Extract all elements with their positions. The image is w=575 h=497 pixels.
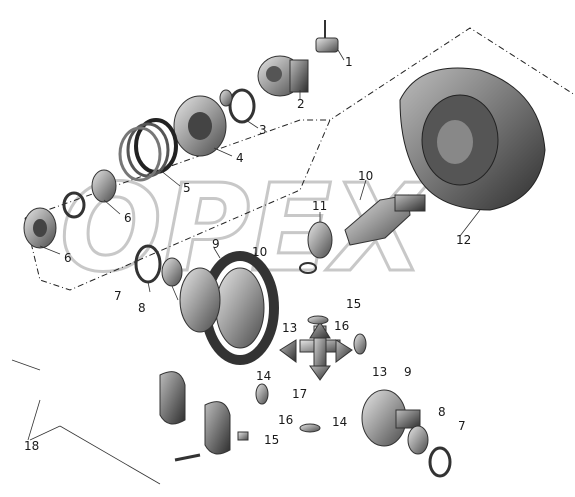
part-flange-yoke bbox=[257, 55, 309, 97]
callout-14b: 14 bbox=[332, 415, 347, 429]
part-bearing-caps bbox=[159, 371, 249, 462]
part-bearing-cover bbox=[173, 95, 227, 157]
callout-7a: 7 bbox=[114, 289, 122, 303]
callout-16a: 16 bbox=[334, 319, 349, 333]
callout-5: 5 bbox=[183, 181, 191, 195]
callout-8a: 8 bbox=[138, 301, 146, 315]
callout-8b: 8 bbox=[438, 405, 446, 419]
callout-6a: 6 bbox=[124, 211, 132, 225]
callout-15b: 15 bbox=[264, 433, 279, 447]
part-differential-housing bbox=[399, 67, 546, 211]
part-bearing-6a bbox=[62, 169, 117, 219]
part-bearing-6b bbox=[23, 207, 57, 249]
assembly-outline bbox=[24, 27, 575, 291]
part-diff-case-half-right bbox=[361, 389, 421, 447]
callout-13b: 13 bbox=[372, 365, 387, 379]
part-shim-pack bbox=[118, 118, 178, 182]
callout-17: 17 bbox=[292, 387, 307, 401]
part-drive-pinion bbox=[344, 194, 426, 246]
part-bolt-1 bbox=[315, 20, 339, 53]
callout-9a: 9 bbox=[212, 237, 220, 251]
callout-15a: 15 bbox=[346, 297, 361, 311]
callout-6b: 6 bbox=[64, 251, 72, 265]
callout-13a: 13 bbox=[282, 321, 297, 335]
callout-1: 1 bbox=[345, 55, 353, 69]
part-bearing-8 bbox=[161, 257, 183, 287]
callout-14a: 14 bbox=[256, 369, 271, 383]
callout-16b: 16 bbox=[278, 413, 293, 427]
callout-labels: 1 2 3 4 5 6 6 7 8 9 10 10 11 12 13 13 14… bbox=[24, 55, 471, 453]
part-spider-assembly bbox=[255, 315, 367, 433]
callout-10b: 10 bbox=[358, 169, 373, 183]
part-seal-ring-3 bbox=[219, 88, 256, 124]
callout-12: 12 bbox=[456, 233, 471, 247]
callout-3: 3 bbox=[259, 123, 267, 137]
leader-lines bbox=[11, 49, 481, 485]
callout-2: 2 bbox=[297, 97, 305, 111]
callout-18: 18 bbox=[24, 439, 39, 453]
callout-10a: 10 bbox=[252, 245, 267, 259]
callout-9b: 9 bbox=[404, 365, 412, 379]
part-bearing-8b bbox=[407, 425, 452, 478]
callout-11: 11 bbox=[312, 199, 327, 213]
part-diff-case-half-left bbox=[179, 267, 221, 333]
callout-7b: 7 bbox=[458, 419, 466, 433]
callout-4: 4 bbox=[236, 151, 244, 165]
assembly-outline-bottom bbox=[24, 119, 330, 219]
